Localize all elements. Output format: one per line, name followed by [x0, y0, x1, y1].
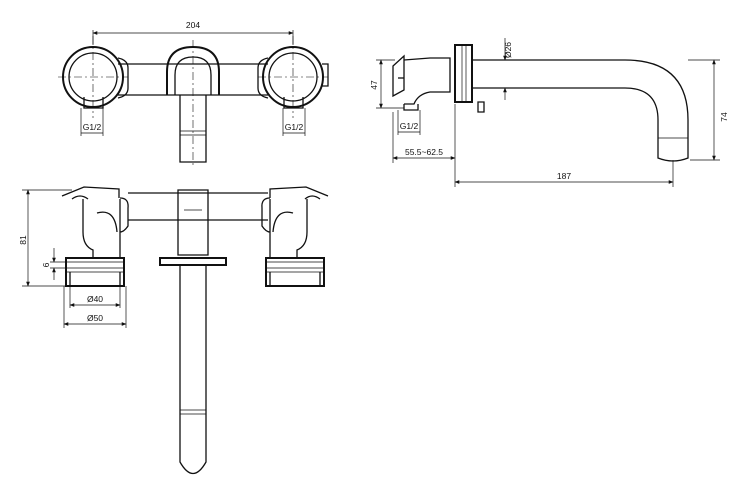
dim-thread-left: G1/2 [83, 122, 102, 132]
top-view: 204 G1/2 G1/2 [58, 20, 329, 165]
dim-side-diameter: Ø26 [503, 42, 513, 58]
front-view: 81 6 Ø40 Ø50 [18, 186, 329, 475]
dim-top-width: 204 [186, 20, 200, 30]
dim-thread-right: G1/2 [285, 122, 304, 132]
dim-front-height: 81 [18, 235, 28, 245]
dim-side-height: 47 [369, 80, 379, 90]
side-view: Ø26 47 G1/2 55.5~62.5 187 74 [369, 38, 729, 187]
dim-spout-height: 74 [719, 112, 729, 122]
dim-side-thread: G1/2 [400, 121, 419, 131]
dim-inner-diameter: Ø40 [87, 294, 103, 304]
dim-outer-diameter: Ø50 [87, 313, 103, 323]
dim-wall-depth: 55.5~62.5 [405, 147, 443, 157]
dim-flange-thickness: 6 [41, 262, 51, 267]
dim-spout-length: 187 [557, 171, 571, 181]
